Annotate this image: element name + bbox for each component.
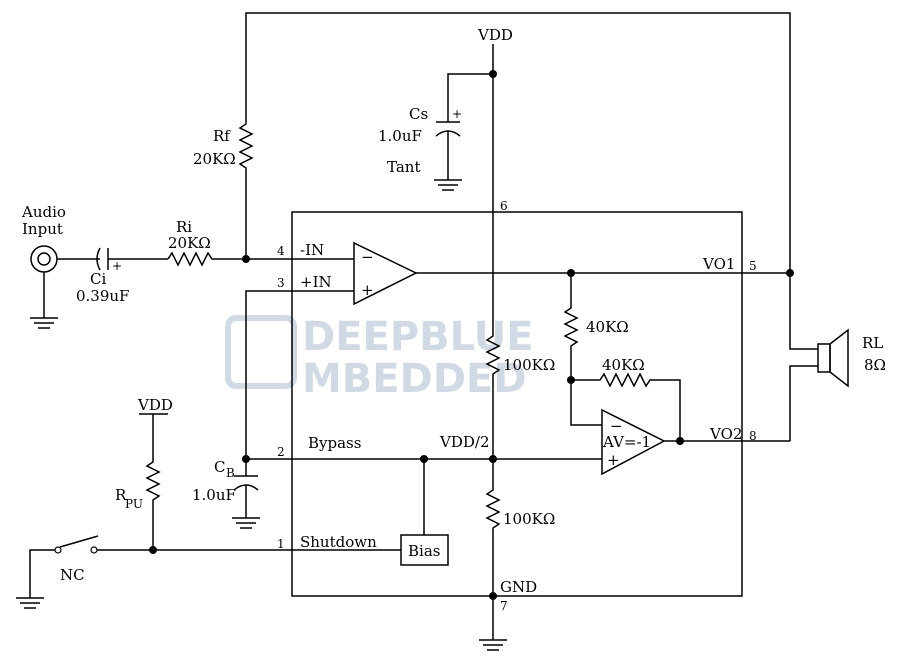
r40k-b-label: 40KΩ (602, 356, 645, 374)
ground-icon (434, 179, 462, 191)
pin4-label: 4 (277, 244, 285, 258)
ci-plate-left (96, 247, 101, 271)
cs-value: 1.0uF (378, 127, 422, 145)
watermark: DEEPBLUE MBEDDED (225, 314, 534, 402)
cs-name: Cs (409, 105, 428, 123)
r100k-b-label: 100KΩ (503, 510, 555, 528)
ic-body (291, 211, 743, 597)
opamp-inv-plus: + (607, 451, 620, 469)
pin5-label: 5 (749, 259, 757, 273)
gnd-label: GND (500, 578, 537, 596)
ci-value: 0.39uF (76, 287, 129, 305)
opamp-main-plus: + (361, 281, 374, 299)
audio-jack-icon (30, 245, 58, 273)
pin2-label: 2 (277, 445, 285, 459)
in-plus-label: +IN (300, 273, 332, 291)
cs-type: Tant (387, 158, 420, 176)
r100k-lower (485, 459, 501, 596)
nc-label: NC (60, 566, 85, 584)
ri-value: 20KΩ (168, 234, 211, 252)
plus-in-wire (245, 290, 354, 459)
shutdown-label: Shutdown (300, 533, 377, 551)
ci-polarity: + (112, 259, 122, 273)
ground-icon (16, 597, 44, 609)
av-label: AV=-1 (602, 433, 651, 451)
switch-icon (54, 535, 99, 554)
in-minus-label: -IN (300, 241, 324, 259)
node-vo2 (676, 437, 684, 445)
node-gnd (489, 592, 497, 600)
inv-input-wire (570, 380, 602, 426)
r100k-a-label: 100KΩ (503, 356, 555, 374)
pin8-label: 8 (749, 429, 757, 443)
cb-name: C (214, 458, 225, 476)
watermark-line1: DEEPBLUE (302, 314, 534, 360)
ri-name: Ri (176, 218, 192, 236)
pin7-label: 7 (500, 599, 508, 613)
rf-value: 20KΩ (193, 150, 236, 168)
cb-sub: B (226, 466, 235, 480)
ground-icon (479, 639, 507, 651)
vdd-top-label: VDD (477, 26, 513, 44)
node-vo1 (786, 269, 794, 277)
pin1-label: 1 (277, 537, 285, 551)
r40k-a-label: 40KΩ (586, 318, 629, 336)
feedback-wire (245, 12, 818, 350)
ri-resistor (167, 251, 292, 267)
ground-icon (232, 517, 260, 529)
pin3-label: 3 (277, 276, 285, 290)
rpu-resistor (145, 414, 161, 550)
speaker-wire (789, 365, 818, 441)
rf-resistor (238, 118, 254, 258)
bias-label: Bias (408, 542, 440, 560)
rpu-name: R (115, 486, 127, 504)
cs-polarity: + (452, 107, 462, 121)
vdd-left-label: VDD (137, 396, 173, 414)
vo1-label: VO1 (702, 255, 735, 273)
r100k-upper (485, 212, 501, 459)
ci-name: Ci (90, 270, 106, 288)
rpu-sub: PU (125, 497, 143, 511)
vdd2-label: VDD/2 (439, 433, 489, 451)
rl-name: RL (862, 334, 883, 352)
pin6-label: 6 (500, 199, 508, 213)
opamp-inv-minus: − (610, 417, 623, 435)
vo2-label: VO2 (709, 425, 742, 443)
cb-value: 1.0uF (192, 486, 236, 504)
ground-icon (30, 317, 58, 329)
rf-name: Rf (213, 127, 231, 145)
r40k-vertical (563, 273, 579, 380)
audio-label-2: Input (22, 220, 63, 238)
cs-wire (447, 73, 493, 122)
speaker-icon (817, 328, 849, 388)
opamp-inverter (601, 408, 666, 476)
switch-ground-wire (29, 549, 55, 598)
bypass-label: Bypass (308, 434, 361, 452)
opamp-main (353, 241, 418, 306)
r40k-horizontal (571, 372, 681, 441)
rl-value: 8Ω (864, 356, 886, 374)
audio-label-1: Audio (21, 203, 66, 221)
node-minus-in (242, 255, 250, 263)
opamp-main-minus: − (361, 248, 374, 266)
